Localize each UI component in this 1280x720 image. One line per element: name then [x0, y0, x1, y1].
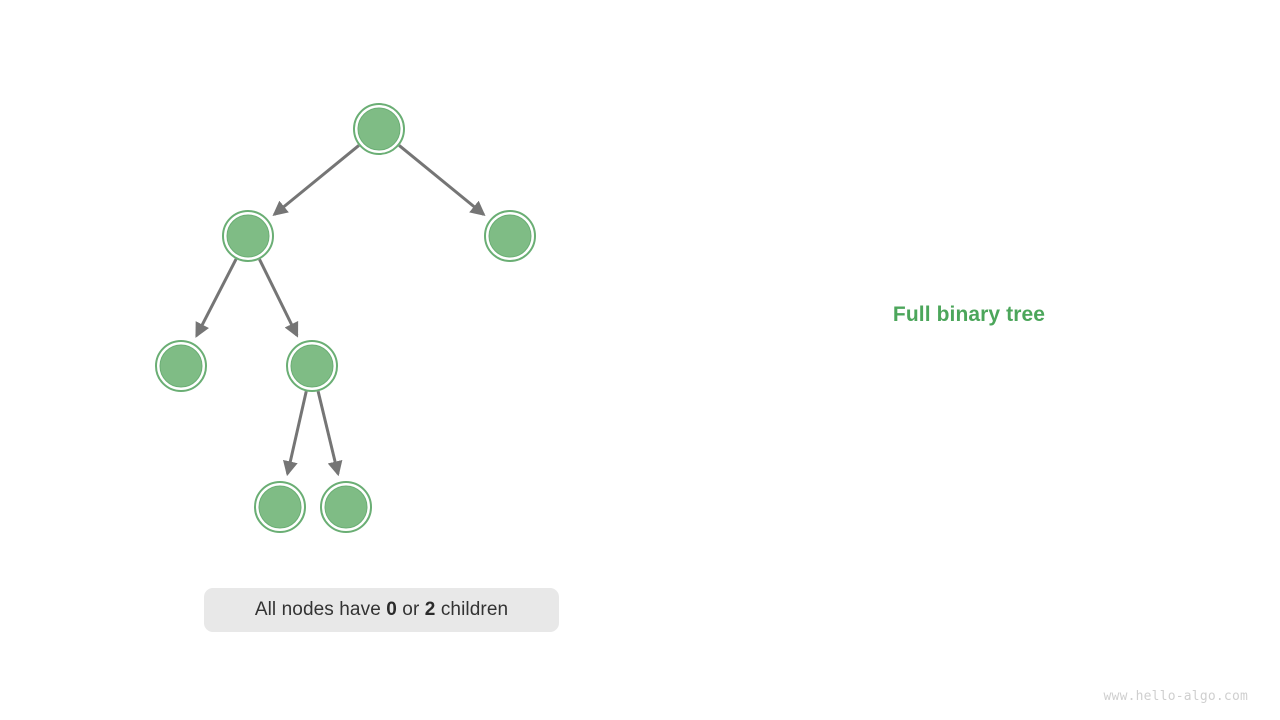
- tree-node-fill: [324, 485, 368, 529]
- tree-edge: [316, 390, 343, 477]
- caption-suffix: children: [435, 599, 509, 620]
- caption-bold-two: 2: [424, 599, 436, 620]
- tree-node-ring: [320, 481, 372, 533]
- tree-node-ring: [155, 340, 207, 392]
- tree-node[interactable]: [254, 481, 306, 533]
- tree-node-ring: [286, 340, 338, 392]
- caption-middle: or: [396, 599, 425, 620]
- tree-node[interactable]: [155, 340, 207, 392]
- tree-node[interactable]: [286, 340, 338, 392]
- tree-edge: [258, 258, 299, 338]
- caption-bold-zero: 0: [386, 599, 397, 620]
- tree-node-ring: [353, 103, 405, 155]
- tree-edge: [282, 391, 308, 477]
- tree-node-layer: [155, 103, 536, 533]
- tree-node-fill: [159, 344, 203, 388]
- tree-edge: [195, 258, 238, 338]
- watermark: www.hello-algo.com: [1103, 689, 1248, 704]
- tree-node[interactable]: [353, 103, 405, 155]
- tree-edge: [272, 144, 360, 217]
- tree-edge: [398, 144, 486, 217]
- tree-edge-layer: [195, 144, 486, 477]
- tree-node-ring: [484, 210, 536, 262]
- tree-node-ring: [222, 210, 274, 262]
- tree-node-fill: [290, 344, 334, 388]
- tree-node-fill: [226, 214, 270, 258]
- tree-node[interactable]: [484, 210, 536, 262]
- tree-node[interactable]: [320, 481, 372, 533]
- tree-node[interactable]: [222, 210, 274, 262]
- caption-prefix: All nodes have: [254, 599, 387, 620]
- caption-text: All nodes have 0 or 2 children: [255, 599, 508, 621]
- page-title: Full binary tree: [892, 303, 1046, 326]
- caption-badge: All nodes have 0 or 2 children: [204, 588, 559, 632]
- tree-node-ring: [254, 481, 306, 533]
- tree-node-fill: [258, 485, 302, 529]
- tree-node-fill: [488, 214, 532, 258]
- tree-node-fill: [357, 107, 401, 151]
